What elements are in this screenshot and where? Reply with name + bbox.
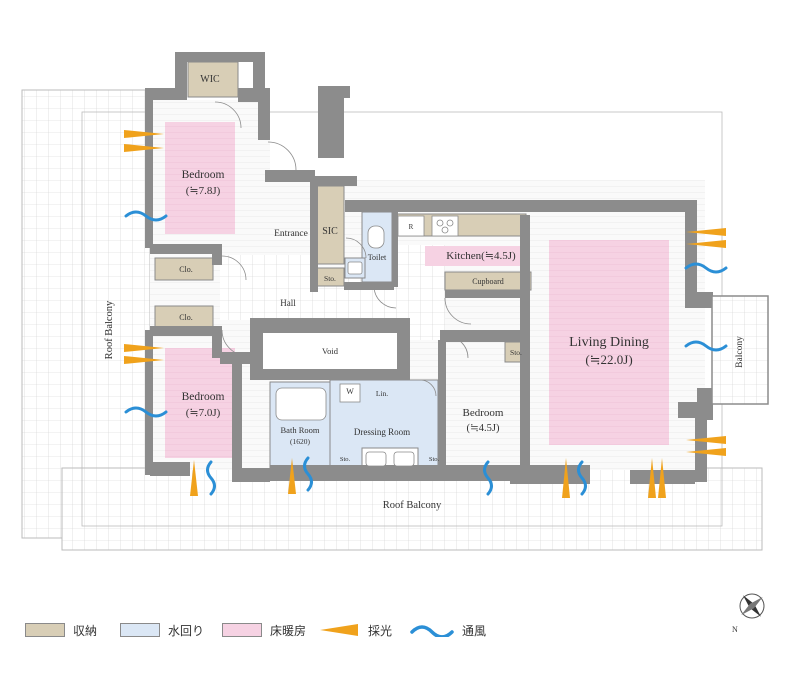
label-balcony: Balcony [735,336,745,368]
legend-label: 収納 [73,623,98,638]
bathtub-icon [275,387,327,421]
wind-wave-icon [684,262,728,274]
label-bedroom-3-size: (≒4.5J) [466,423,500,434]
light-arrow-icon [124,144,164,152]
label-void: Void [322,346,339,356]
wind-wave-icon [684,340,728,352]
label-clo-1: Clo. [179,265,193,274]
label-roof-balcony-bottom: Roof Balcony [383,500,442,511]
label-bedroom-2: Bedroom [182,391,225,403]
legend-swatch [222,623,262,637]
lighting-arrows [124,130,726,498]
light-arrow-icon [124,344,164,352]
label-w: W [346,387,354,396]
label-bedroom-1: Bedroom [182,169,225,181]
ventilation-waves [124,210,728,496]
label-wic: WIC [200,74,220,85]
door-swings [214,101,472,397]
label-sto-2: Sto. [340,456,351,463]
label-clo-2: Clo. [179,313,193,322]
light-arrow-icon [190,460,198,496]
toilet-icon [367,225,385,249]
light-arrow-icon [686,448,726,456]
wind-wave-icon [410,625,454,637]
legend-water: 水回り [120,620,204,640]
washer-icon [339,383,361,403]
label-sic: SIC [322,226,338,237]
legend-swatch [120,623,160,637]
label-kitchen: Kitchen(≒4.5J) [446,250,516,262]
label-bedroom-2-size: (≒7.0J) [186,407,221,419]
void-area [263,333,397,369]
washbasin-icon [347,261,363,275]
label-bedroom-1-size: (≒7.8J) [186,185,221,197]
label-dressing-room: Dressing Room [354,427,410,437]
wind-wave-icon [124,210,168,222]
legend-label: 水回り [168,623,205,638]
legend-label: 通風 [462,623,487,638]
label-entrance: Entrance [274,229,308,239]
light-arrow-icon [320,624,358,636]
legend-label: 採光 [368,623,393,638]
label-toilet: Toilet [368,253,387,262]
wind-wave-icon [206,460,216,496]
label-r: R [409,223,414,231]
label-living-dining: Living Dining [569,335,649,350]
wind-wave-icon [577,460,587,496]
legend-storage: 収納 [25,620,97,640]
compass-north-label: N [732,625,738,634]
light-arrow-icon [124,356,164,364]
floor-heating-zones [165,122,669,458]
compass-icon: N [732,593,765,634]
legend-label: 床暖房 [270,623,307,638]
label-sto-4: Sto. [510,348,522,357]
wind-wave-icon [124,406,168,418]
light-arrow-icon [562,458,570,498]
wind-wave-icon [303,456,313,492]
label-bath-room: Bath Room [281,425,320,435]
label-bedroom-3: Bedroom [463,407,504,419]
light-arrow-icon [686,240,726,248]
label-lin: Lin. [376,389,388,398]
light-arrow-icon [686,228,726,236]
light-arrow-icon [658,458,666,498]
label-living-dining-size: (≒22.0J) [585,352,632,367]
light-arrow-icon [686,436,726,444]
light-arrow-icon [648,458,656,498]
label-sto-1: Sto. [324,274,336,283]
label-hall: Hall [280,298,296,308]
light-arrow-icon [124,130,164,138]
legend-ventilation: 通風 [410,620,486,640]
label-sto-3: Sto. [429,456,440,463]
legend-floor-heating: 床暖房 [222,620,306,640]
legend-lighting: 採光 [318,620,392,640]
light-arrow-icon [288,458,296,494]
kitchen-appliances [275,215,459,467]
label-roof-balcony-left: Roof Balcony [104,300,115,359]
stove-icon [431,215,459,237]
wind-wave-icon [483,460,493,496]
legend-swatch [25,623,65,637]
label-bath-room-size: (1620) [290,437,310,446]
label-cupboard: Cupboard [472,277,504,286]
